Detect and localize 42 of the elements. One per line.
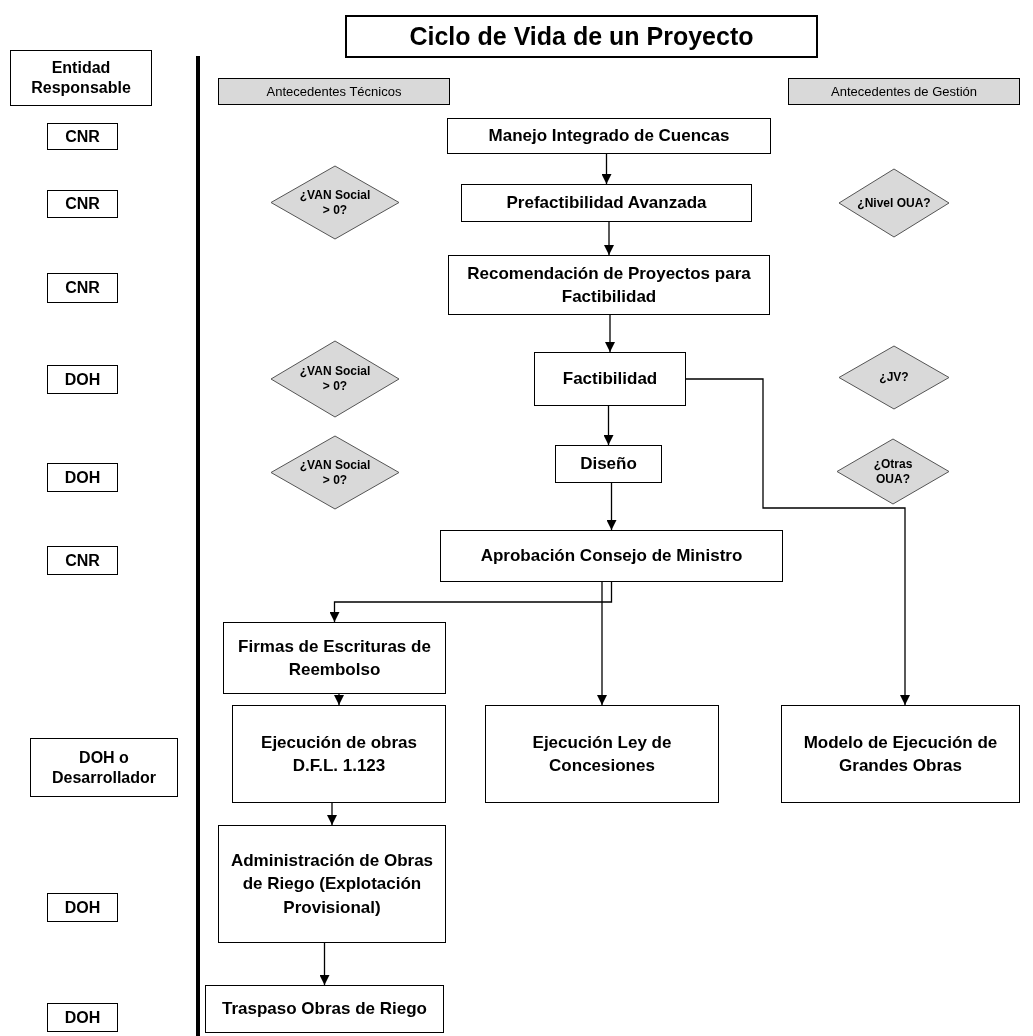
entity-box: DOH <box>47 365 118 394</box>
entity-box: CNR <box>47 190 118 218</box>
process-box: Ejecución de obras D.F.L. 1.123 <box>232 705 446 803</box>
decision-diamond: ¿Otras OUA? <box>836 438 950 505</box>
decision-diamond: ¿Nivel OUA? <box>838 168 950 238</box>
entity-box: CNR <box>47 123 118 150</box>
process-box: Aprobación Consejo de Ministro <box>440 530 783 582</box>
arrow <box>603 405 614 446</box>
process-box: Recomendación de Proyectos para Factibilidad <box>448 255 770 315</box>
arrow <box>605 314 615 353</box>
arrow <box>327 802 337 826</box>
process-box: Manejo Integrado de Cuencas <box>447 118 771 154</box>
process-box: Ejecución Ley de Concesiones <box>485 705 719 803</box>
process-box: Diseño <box>555 445 662 483</box>
process-box: Firmas de Escrituras de Reembolso <box>223 622 446 694</box>
title-box: Ciclo de Vida de un Proyecto <box>345 15 818 58</box>
process-box: Modelo de Ejecución de Grandes Obras <box>781 705 1020 803</box>
arrow <box>685 378 910 706</box>
arrow <box>597 581 607 706</box>
arrow <box>601 153 612 185</box>
entity-box: DOH <box>47 1003 118 1032</box>
arrow <box>606 482 617 531</box>
entity-box: DOH <box>47 463 118 492</box>
decision-diamond: ¿VAN Social > 0? <box>270 340 400 418</box>
process-box: Prefactibilidad Avanzada <box>461 184 752 222</box>
arrow <box>319 942 330 986</box>
category-header: Antecedentes Técnicos <box>218 78 450 105</box>
decision-diamond: ¿VAN Social > 0? <box>270 435 400 510</box>
entity-box: DOH o Desarrollador <box>30 738 178 797</box>
decision-diamond: ¿VAN Social > 0? <box>270 165 400 240</box>
arrow <box>604 221 614 256</box>
category-header: Antecedentes de Gestión <box>788 78 1020 105</box>
process-box: Traspaso Obras de Riego <box>205 985 444 1033</box>
decision-diamond: ¿JV? <box>838 345 950 410</box>
entity-box: CNR <box>47 273 118 303</box>
arrow <box>329 581 613 623</box>
entity-box: DOH <box>47 893 118 922</box>
entity-box: Entidad Responsable <box>10 50 152 106</box>
process-box: Factibilidad <box>534 352 686 406</box>
process-box: Administración de Obras de Riego (Explotación Provisional) <box>218 825 446 943</box>
entity-box: CNR <box>47 546 118 575</box>
arrow <box>334 693 344 706</box>
